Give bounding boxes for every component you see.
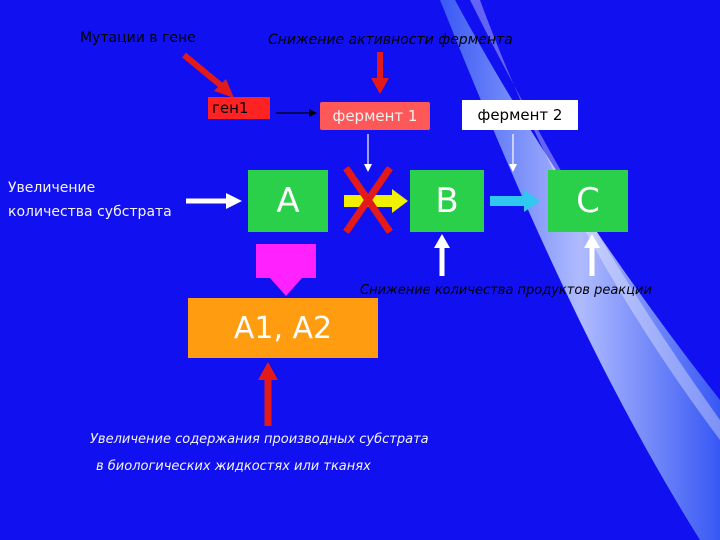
box-a1a2-label: A1, A2 (233, 310, 333, 346)
blocked-reaction-cross-icon (343, 166, 393, 234)
substrate-increase-line1: Увеличение (8, 180, 96, 196)
box-b: B (410, 170, 484, 232)
box-a-label: A (276, 181, 300, 221)
derivatives-line2: в биологических жидкостях или тканях (96, 459, 371, 474)
enzyme1-down-arrow (364, 134, 372, 172)
box-b-label: B (435, 181, 459, 221)
product-decrease-label: Снижение количества продуктов реакции (360, 283, 652, 298)
gene1-label: ген1 (212, 99, 249, 117)
substrate-arrow (186, 193, 242, 209)
mutations-label: Мутации в гене (80, 30, 196, 46)
derivatives-arrow (258, 362, 278, 426)
c-up-arrow (584, 234, 600, 276)
box-a: A (248, 170, 328, 232)
enzyme2-label: фермент 2 (477, 106, 563, 124)
magenta-box (256, 244, 316, 278)
box-c: C (548, 170, 628, 232)
box-c-label: C (576, 181, 600, 221)
substrate-increase-line2: количества субстрата (8, 204, 172, 220)
enzyme1-label: фермент 1 (332, 107, 418, 125)
magenta-down-arrow (270, 278, 302, 296)
gene1-box: ген1 (208, 97, 270, 119)
enzyme-decrease-label: Снижение активности фермента (268, 32, 513, 48)
box-a1a2: A1, A2 (188, 298, 378, 358)
enzyme2-down-arrow (509, 134, 517, 172)
enzyme1-box: фермент 1 (320, 102, 430, 130)
b-to-c-arrow (490, 190, 540, 212)
derivatives-line1: Увеличение содержания производных субстр… (90, 432, 429, 447)
mutation-arrow (182, 52, 234, 98)
enzyme2-box: фермент 2 (462, 100, 578, 130)
enzyme-decrease-arrow (371, 52, 389, 94)
b-up-arrow (434, 234, 450, 276)
